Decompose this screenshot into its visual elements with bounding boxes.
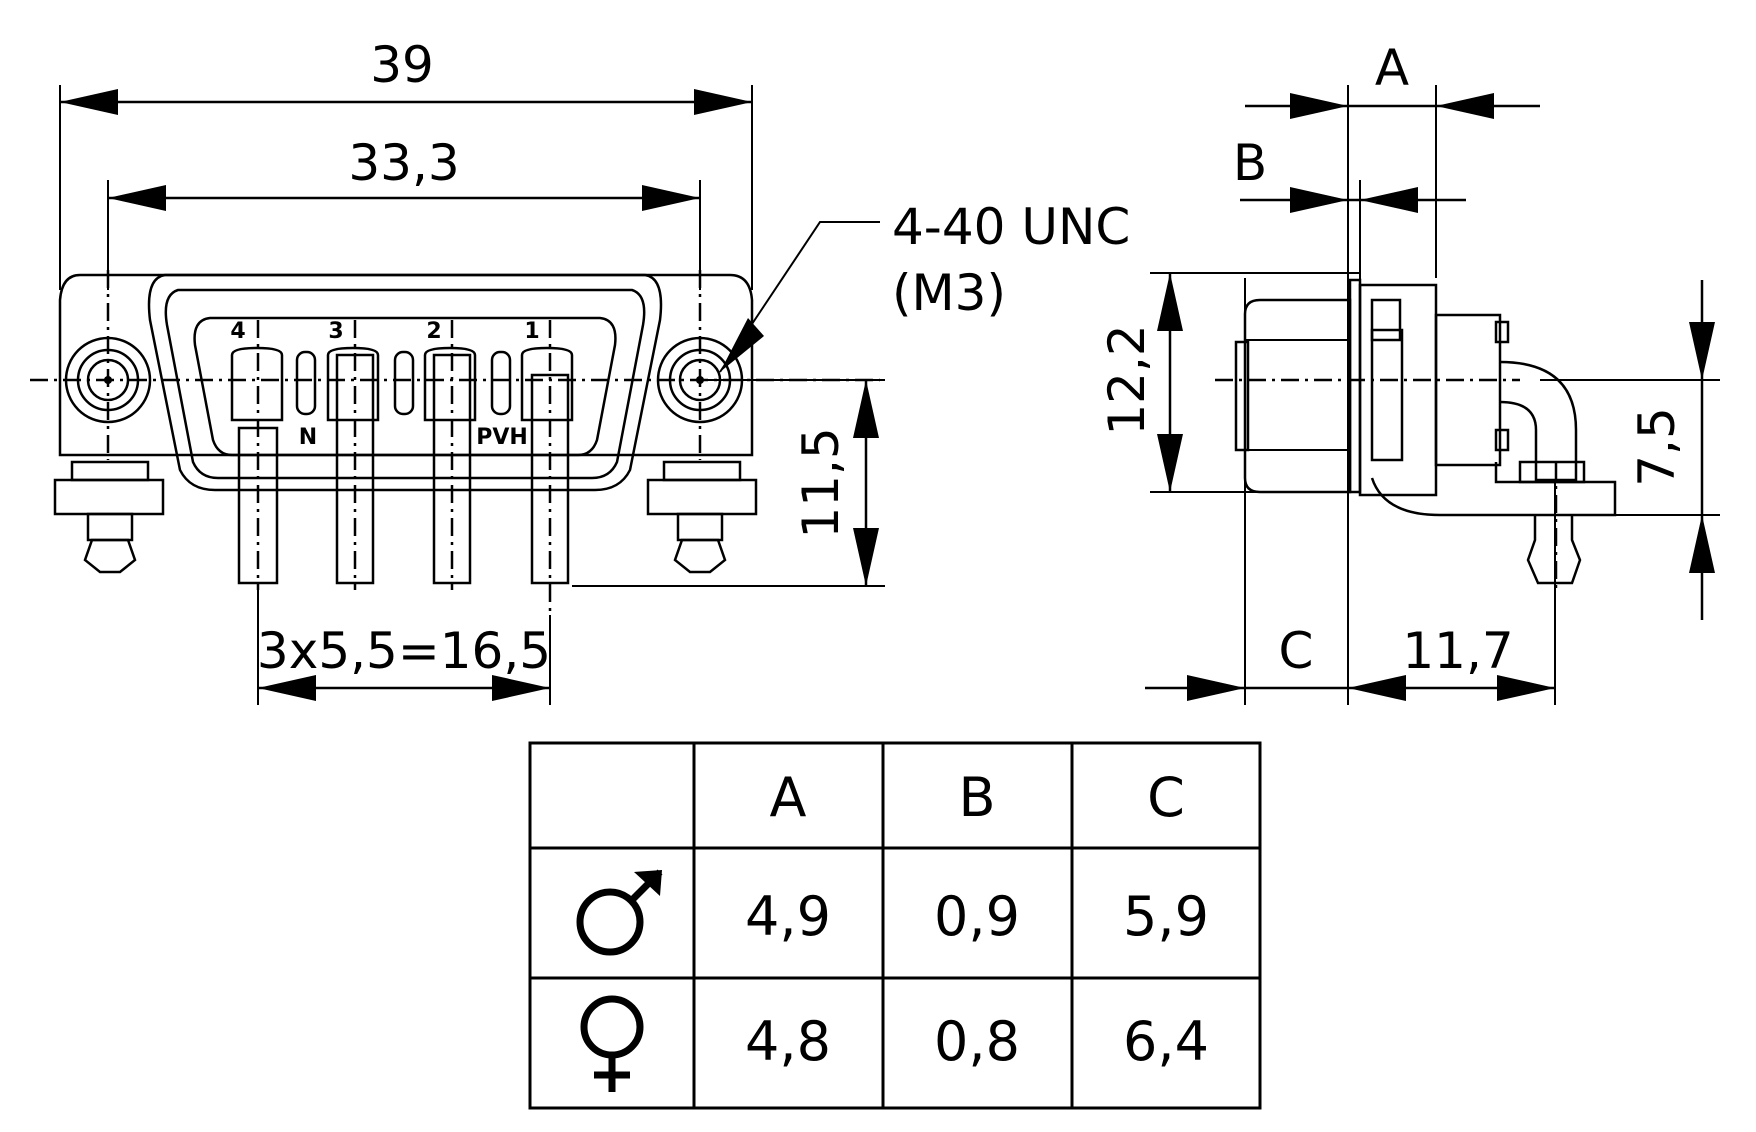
boardlock-right	[646, 460, 758, 574]
contact-pins	[230, 320, 574, 615]
label-b: B	[1233, 134, 1267, 192]
dimension-b: B	[1233, 134, 1466, 213]
marking-pvh: PVH	[476, 425, 528, 450]
header-c: C	[1147, 766, 1185, 829]
pin-number-3: 3	[328, 319, 343, 344]
boardlock-left	[53, 460, 165, 574]
thread-callout: 4-40 UNC (M3)	[719, 198, 1130, 373]
pin-3	[326, 320, 380, 590]
label-c: C	[1279, 622, 1314, 680]
female-symbol-icon	[580, 995, 644, 1092]
male-value-c: 5,9	[1123, 885, 1209, 948]
thread-label-line1: 4-40 UNC	[892, 198, 1130, 256]
male-value-a: 4,9	[745, 885, 831, 948]
thread-label-line2: (M3)	[892, 264, 1006, 322]
dim-pin-pitch: 3x5,5=16,5	[257, 622, 551, 680]
dim-pin-offset: 7,5	[1628, 407, 1686, 487]
dimension-39: 39	[60, 36, 752, 115]
dimension-33-3: 33,3	[108, 134, 700, 211]
dim-overall-width: 39	[370, 36, 434, 94]
pin-1	[520, 320, 574, 615]
male-symbol-icon	[576, 869, 663, 956]
dim-depth: 11,7	[1402, 622, 1513, 680]
header-a: A	[770, 766, 807, 829]
dimension-c-and-11-7: C 11,7	[1145, 622, 1555, 701]
pin-2	[423, 320, 477, 590]
female-value-b: 0,8	[934, 1010, 1020, 1073]
dim-hole-spacing: 33,3	[348, 134, 459, 192]
dimension-a: A	[1245, 39, 1540, 119]
front-view: 39 33,3	[30, 36, 1130, 705]
header-b: B	[958, 766, 995, 829]
dimension-table: A B C 4,9 0,9 5,9 4,8 0,8 6,4	[528, 741, 1262, 1110]
dim-pin-height: 11,5	[792, 427, 850, 538]
dim-height: 12,2	[1098, 324, 1156, 435]
label-a: A	[1375, 39, 1409, 97]
pin-number-4: 4	[230, 319, 245, 344]
female-value-a: 4,8	[745, 1010, 831, 1073]
dimension-12-2: 12,2	[1098, 272, 1360, 493]
pin-number-1: 1	[524, 319, 539, 344]
pin-number-2: 2	[426, 319, 441, 344]
side-view: A B	[1098, 39, 1720, 705]
pin-4	[230, 320, 284, 590]
dimension-7-5: 7,5	[1540, 280, 1720, 620]
male-value-b: 0,9	[934, 885, 1020, 948]
marking-n: N	[299, 425, 317, 450]
dimension-11-5: 11,5	[572, 379, 885, 587]
female-value-c: 6,4	[1123, 1010, 1209, 1073]
dimension-pin-pitch: 3x5,5=16,5	[257, 590, 551, 705]
